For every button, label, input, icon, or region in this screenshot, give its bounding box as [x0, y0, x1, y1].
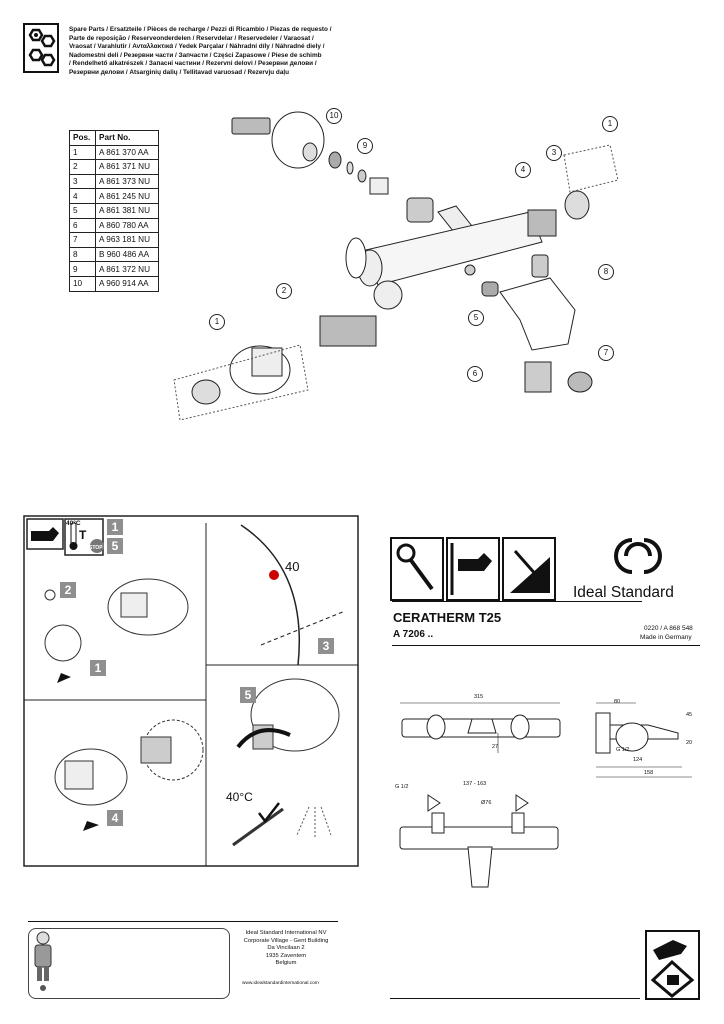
- callout-10: 10: [326, 108, 342, 124]
- part-no-cell: A 861 371 NU: [95, 159, 159, 175]
- dimension-drawing-front: [399, 702, 561, 888]
- dim-spacing: 137 - 163: [463, 781, 487, 787]
- part-no-cell: A 861 381 NU: [95, 202, 159, 219]
- heading-line: Parte de reposição / Reserveonderdelen /…: [69, 34, 314, 42]
- notes-box: [28, 928, 230, 999]
- address-line: 1935 Zaventem: [265, 952, 307, 959]
- dim-20: 20: [686, 740, 693, 746]
- callout-1: 1: [602, 116, 618, 132]
- part-no-cell: A 860 780 AA: [95, 217, 159, 234]
- dim-width-total: 315: [474, 694, 484, 700]
- part-no-cell: A 963 181 NU: [95, 232, 159, 248]
- address-line: Corporate Village - Gent Building: [243, 937, 329, 944]
- dimension-drawing-side: [595, 702, 692, 778]
- part-no-cell: A 861 245 NU: [95, 188, 159, 204]
- callout-2: 2: [276, 283, 292, 299]
- stop-label: STOP: [89, 545, 103, 551]
- temp-letter: T: [79, 528, 87, 542]
- heading-line: Nadomestni deli / Резервни части / Запча…: [69, 51, 322, 59]
- model-number: A 7206 ..: [393, 629, 434, 640]
- pos-cell: 3: [69, 173, 96, 190]
- ideal-standard-logo: [614, 538, 662, 574]
- callout-1: 1: [209, 314, 225, 330]
- exploded-view-drawing: [173, 111, 619, 420]
- part-no-cell: A 861 370 AA: [95, 144, 159, 161]
- dim-158: 158: [644, 770, 654, 776]
- column-header: Part No.: [95, 130, 159, 146]
- dim-45: 45: [686, 712, 693, 718]
- callout-8: 8: [598, 264, 614, 280]
- step-1-badge: 1: [90, 660, 106, 676]
- pos-cell: 6: [69, 217, 96, 234]
- callout-7: 7: [598, 345, 614, 361]
- part-no-cell: A 960 914 AA: [95, 275, 159, 292]
- callout-9: 9: [357, 138, 373, 154]
- pos-cell: 9: [69, 261, 96, 277]
- dim-diameter: Ø76: [481, 800, 492, 806]
- step-5-badge: 5: [107, 538, 123, 554]
- step-1-badge: 1: [107, 519, 123, 535]
- instruction-panel: [23, 515, 359, 867]
- step-4-badge: 4: [107, 810, 123, 826]
- pos-cell: 2: [69, 159, 96, 175]
- company-name: Ideal Standard International NV: [245, 930, 327, 936]
- step-3-badge: 3: [318, 638, 334, 654]
- spare-parts-icon: [23, 23, 59, 73]
- step-2-badge: 2: [60, 582, 76, 598]
- column-header: Pos.: [69, 130, 96, 146]
- pos-cell: 1: [69, 144, 96, 161]
- heading-line: Резервни делови / Atsarginių dalių / Tel…: [69, 68, 290, 76]
- document-reference: 0220 / A 868 548: [644, 625, 693, 632]
- table-header-row: Pos. Part No.: [69, 130, 159, 146]
- address-line: Belgium: [275, 960, 297, 967]
- callout-5: 5: [468, 310, 484, 326]
- pos-cell: 10: [69, 275, 96, 292]
- dim-thread-b: G 1/2: [616, 747, 630, 753]
- pos-cell: 7: [69, 232, 96, 248]
- callout-3: 3: [546, 145, 562, 161]
- website-link[interactable]: www.idealstandardinternational.com: [242, 981, 319, 986]
- heading-line: Spare Parts / Ersatzteile / Pièces de re…: [69, 26, 332, 33]
- heading-line: / Rendelhető alkatrészek / Запасні части…: [69, 60, 317, 68]
- part-no-cell: B 960 486 AA: [95, 246, 159, 263]
- callout-6: 6: [467, 366, 483, 382]
- callout-4: 4: [515, 162, 531, 178]
- dial-value: 40: [285, 559, 300, 574]
- company-address: Ideal Standard International NV Corporat…: [232, 930, 340, 968]
- part-no-cell: A 861 373 NU: [95, 173, 159, 190]
- pos-cell: 4: [69, 188, 96, 204]
- product-name: CERATHERM T25: [393, 610, 502, 625]
- part-no-cell: A 861 372 NU: [95, 261, 159, 277]
- heading-line: Vraosat / Varahlutir / Ανταλλακτικά / Ye…: [69, 43, 325, 51]
- installer-figure-icon: [34, 931, 52, 991]
- pos-cell: 5: [69, 202, 96, 219]
- check-temp-label: 40°C: [226, 790, 253, 804]
- dim-124: 124: [633, 757, 643, 763]
- spare-parts-heading: Spare Parts / Ersatzteile / Pièces de re…: [69, 26, 369, 78]
- pictogram-strip: [390, 537, 556, 601]
- made-in-label: Made in Germany: [640, 634, 692, 641]
- dim-thread-a: G 1/2: [395, 784, 409, 790]
- brand-name: Ideal Standard: [573, 584, 674, 601]
- pos-cell: 8: [69, 246, 96, 263]
- dim-80: 80: [614, 699, 621, 705]
- dim-height-27: 27: [492, 744, 499, 750]
- handover-icon: [645, 930, 700, 1000]
- address-line: Da Vincilaan 2: [267, 945, 305, 952]
- step-5-badge: 5: [240, 687, 256, 703]
- temp-icon-label: 40°C: [66, 520, 81, 527]
